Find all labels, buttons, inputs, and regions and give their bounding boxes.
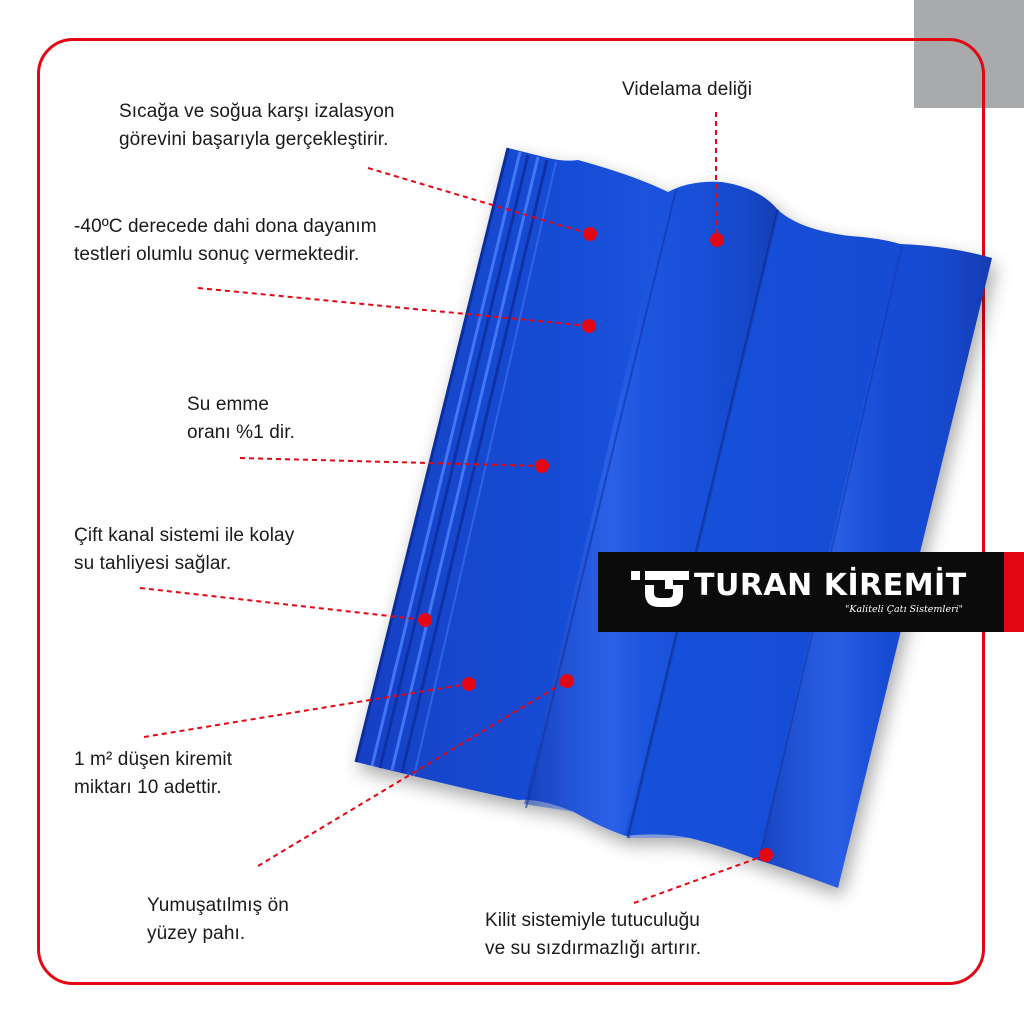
- callout-line-double-channel: [139, 587, 426, 621]
- callout-label-quantity: 1 m² düşen kiremit miktarı 10 adettir.: [74, 749, 233, 798]
- callout-label-water-absorption: Su emme oranı %1 dir.: [187, 394, 295, 443]
- roof-tile: [354, 147, 992, 888]
- turan-logo-icon: [631, 571, 689, 607]
- callout-dot-quantity: [462, 677, 476, 691]
- callout-line-lock-system: [633, 854, 767, 904]
- callout-line-quantity: [143, 683, 469, 738]
- red-rounded-frame: [37, 38, 985, 985]
- brand-slogan: "Kaliteli Çatı Sistemleri": [845, 604, 964, 615]
- brand-name: TURAN KİREMİT: [694, 568, 967, 603]
- callout-dot-frost: [582, 319, 596, 333]
- callout-label-double-channel: Çift kanal sistemi ile kolay su tahliyes…: [74, 525, 295, 574]
- callout-label-chamfer: Yumuşatılmış ön yüzey pahı.: [147, 895, 289, 944]
- callout-label-frost: -40ºC derecede dahi dona dayanım testler…: [74, 216, 377, 265]
- callout-dot-water-absorption: [535, 459, 549, 473]
- callout-label-videlama: Videlama deliği: [622, 79, 753, 100]
- callout-line-frost: [197, 287, 591, 327]
- brand-banner-accent: [1004, 552, 1024, 632]
- callout-dot-insulation: [583, 227, 597, 241]
- callout-dot-chamfer: [560, 674, 574, 688]
- callout-dot-videlama: [710, 233, 724, 247]
- callout-dot-lock-system: [759, 848, 773, 862]
- callout-label-lock-system: Kilit sistemiyle tutuculuğu ve su sızdır…: [485, 910, 702, 959]
- callout-dot-double-channel: [418, 613, 432, 627]
- callout-line-chamfer: [257, 679, 569, 867]
- callout-line-insulation: [367, 167, 591, 235]
- brand-banner: [598, 552, 1024, 632]
- callout-label-insulation: Sıcağa ve soğua karşı izalasyon görevini…: [119, 101, 395, 150]
